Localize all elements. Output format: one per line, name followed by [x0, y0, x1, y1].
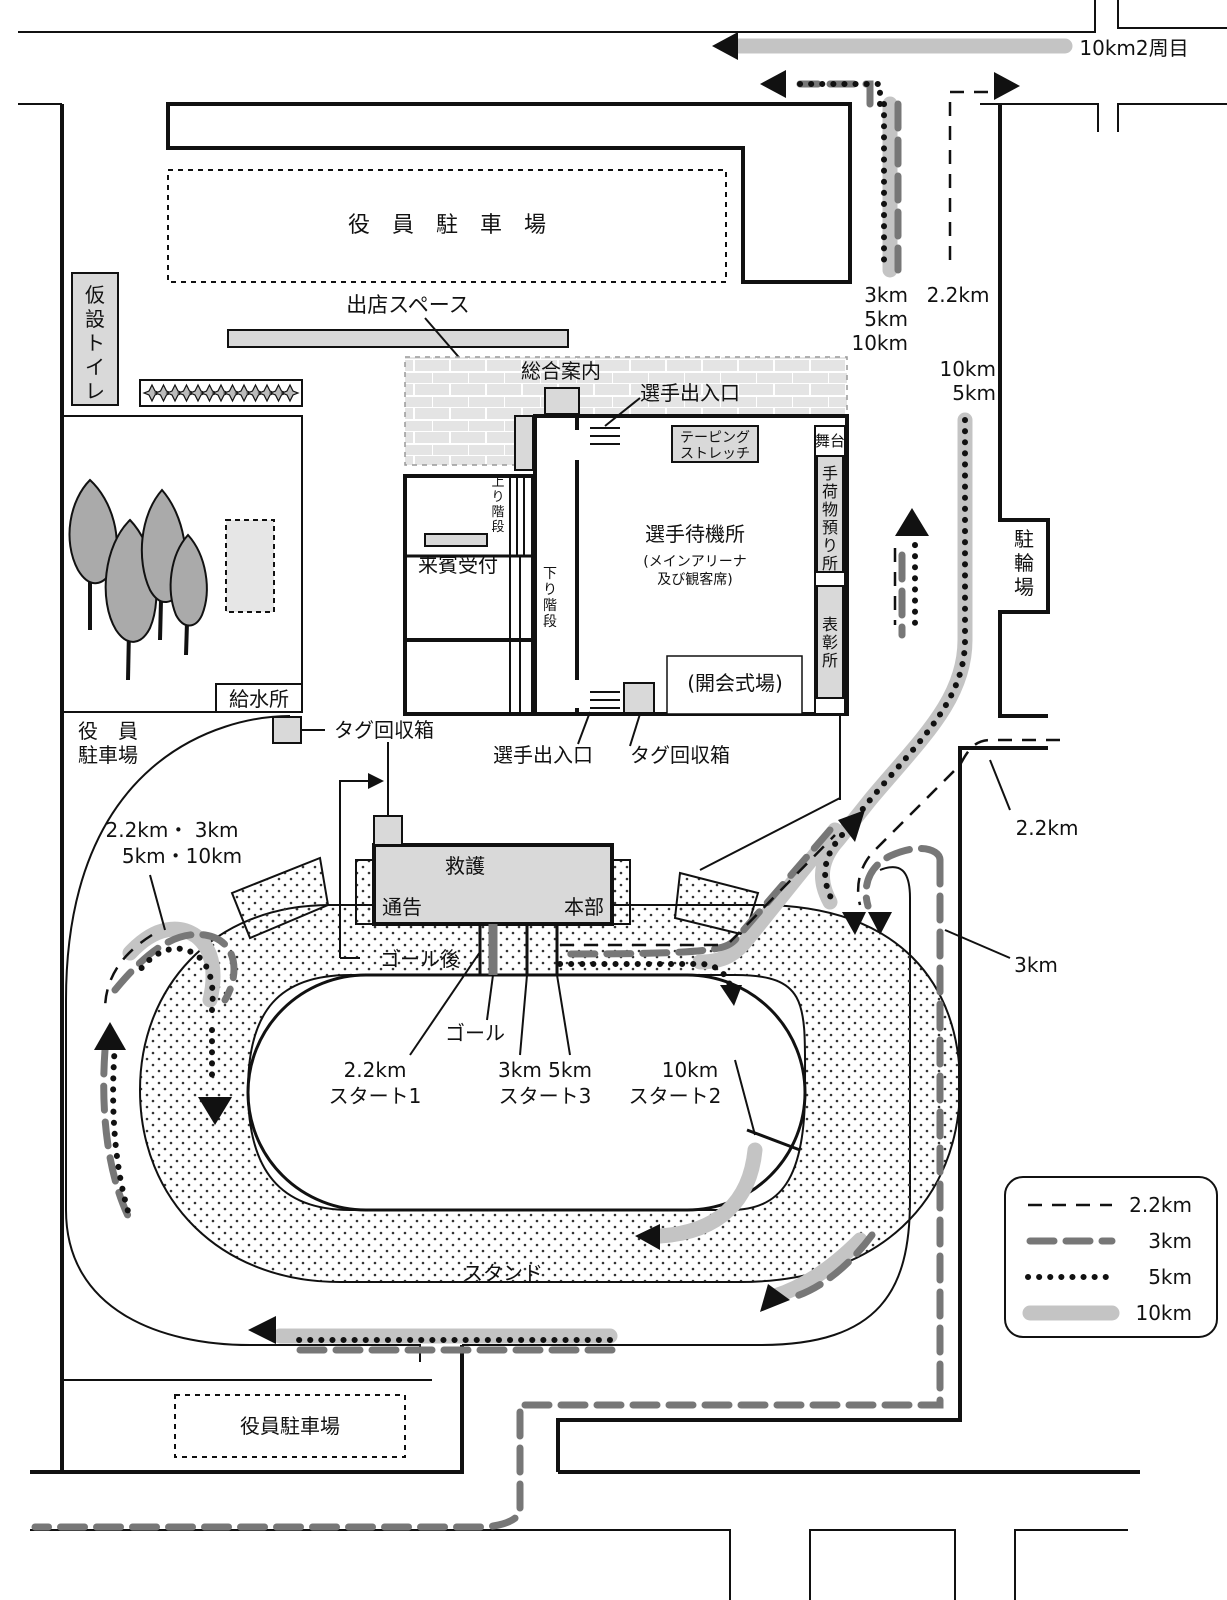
up-stairs-label: 上り階段 [491, 475, 504, 535]
flower-icon [176, 383, 197, 403]
athlete-entrance-bottom-label: 選手出入口 [493, 743, 593, 767]
stadium-outline [65, 715, 911, 1362]
parking-bottom [174, 1394, 406, 1458]
hq-label: 本部 [564, 895, 604, 919]
down-stairs-label: 下り階段 [543, 566, 557, 630]
shop-space-label: 出店スペース [346, 293, 469, 317]
legend: 2.2km 3km 5km 10km [1004, 1176, 1218, 1338]
toilet-label: 仮設トイレ [85, 283, 105, 403]
legend-label-3km: 3km [1148, 1229, 1192, 1253]
flower-bed [139, 379, 303, 407]
goal-label: ゴール [445, 1021, 505, 1045]
flower-icon [188, 383, 208, 403]
awards-label: 表彰所 [822, 615, 838, 670]
km-22-right-label: 2.2km [1016, 816, 1079, 840]
route-2.2km [103, 90, 1060, 1011]
flower-icon [199, 383, 220, 403]
flower-icon [245, 383, 266, 403]
route-arrows [94, 32, 1020, 1344]
rescue-label: 救護 [445, 854, 485, 878]
parking-top-area [166, 102, 852, 284]
route-5km [110, 81, 968, 1343]
waiting-area-sub: (メインアリーナ及び観客席) [643, 554, 746, 588]
opening-ceremony-label: (開会式場) [687, 671, 783, 695]
km-10-2nd-lap-label: 10km2周目 [1079, 36, 1188, 60]
flower-icon [165, 383, 185, 403]
stage-label: 舞台 [815, 432, 845, 450]
luggage-label: 手荷物預り所 [822, 464, 838, 573]
announce-label: 通告 [382, 895, 422, 919]
flower-icon [211, 383, 231, 403]
flower-icon [280, 383, 300, 403]
km-22-top-label: 2.2km [927, 283, 990, 307]
stand-label: スタンド [463, 1261, 543, 1285]
taping-label: テーピングストレッチ [680, 430, 750, 462]
legend-label-2.2km: 2.2km [1129, 1193, 1192, 1217]
parking-bottom-label: 役員駐車場 [240, 1414, 340, 1438]
info-desk-label: 総合案内 [521, 359, 601, 383]
site-boundary [30, 104, 1140, 1474]
flower-icon [153, 383, 174, 403]
flower-icon [234, 383, 254, 403]
arena-building [403, 356, 849, 716]
tag-box-left-label: タグ回収箱 [334, 718, 434, 742]
temporary-toilet [71, 272, 119, 406]
athlete-entrance-top-label: 選手出入口 [640, 381, 740, 405]
route-3km [31, 80, 944, 1531]
water-station-label: 給水所 [229, 687, 289, 711]
legend-label-10km: 10km [1135, 1301, 1192, 1325]
tag-box-right-label: タグ回収箱 [630, 743, 730, 767]
tree-icon [68, 478, 208, 681]
flower-icon [222, 383, 243, 403]
waiting-area-label: 選手待機所 [645, 522, 745, 546]
reception-label: 来賓受付 [418, 553, 498, 577]
after-goal-label: ゴール後 [380, 947, 460, 971]
garden-area [62, 415, 303, 713]
parking-top-label: 役 員 駐 車 場 [348, 213, 546, 238]
bicycle-parking-label: 駐輪場 [1014, 527, 1034, 599]
legend-label-5km: 5km [1148, 1265, 1192, 1289]
km-3-right-label: 3km [1014, 953, 1058, 977]
stand-left-wing [230, 856, 330, 940]
hq-building [339, 742, 801, 1152]
flower-icon [257, 383, 277, 403]
tag-box-left [272, 716, 302, 744]
flower-icon [268, 383, 289, 403]
parking-left-label: 役 員駐車場 [78, 719, 138, 767]
shop-space-bar [227, 329, 569, 348]
flower-icon [142, 383, 162, 403]
streets [18, 0, 1227, 1600]
